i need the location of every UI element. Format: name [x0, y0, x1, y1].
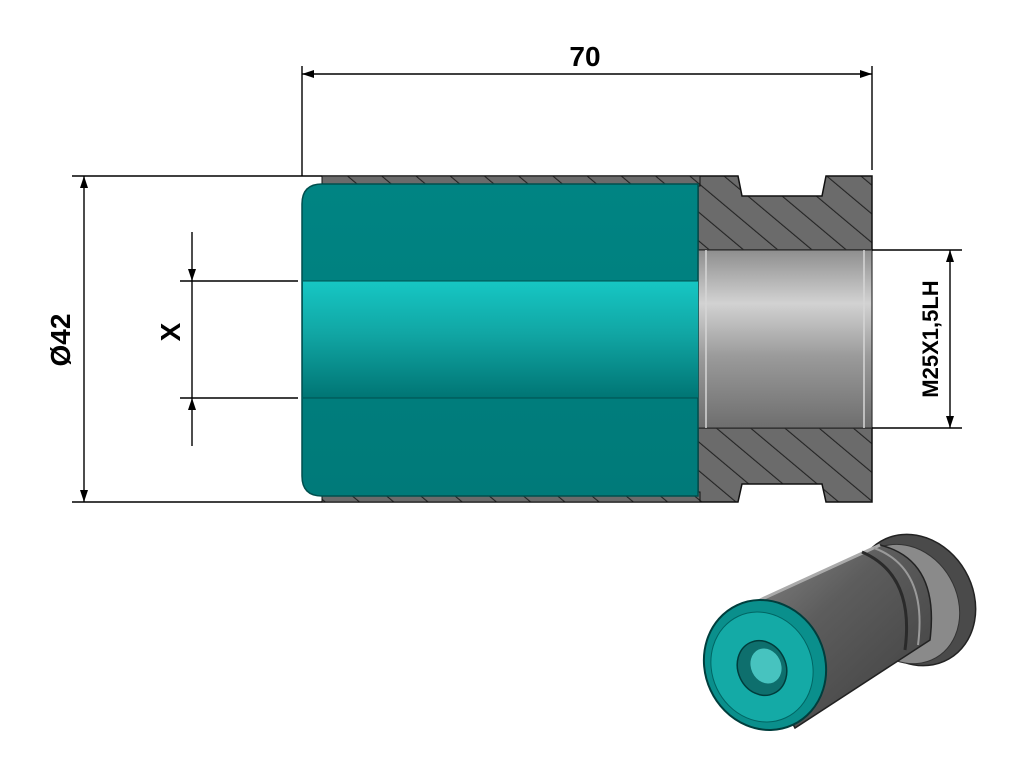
- diameter-label: Ø42: [45, 314, 76, 367]
- dimension-thread: [872, 249, 962, 429]
- bore-label: X: [155, 322, 186, 341]
- teal-insert: [301, 183, 699, 497]
- dimension-length: [301, 66, 873, 176]
- dimension-bore: [180, 232, 298, 446]
- threaded-bore: [697, 249, 873, 429]
- length-label: 70: [569, 41, 600, 72]
- isometric-view: [702, 533, 977, 731]
- thread-label: M25X1,5LH: [918, 280, 943, 397]
- dimension-diameter: [72, 175, 322, 503]
